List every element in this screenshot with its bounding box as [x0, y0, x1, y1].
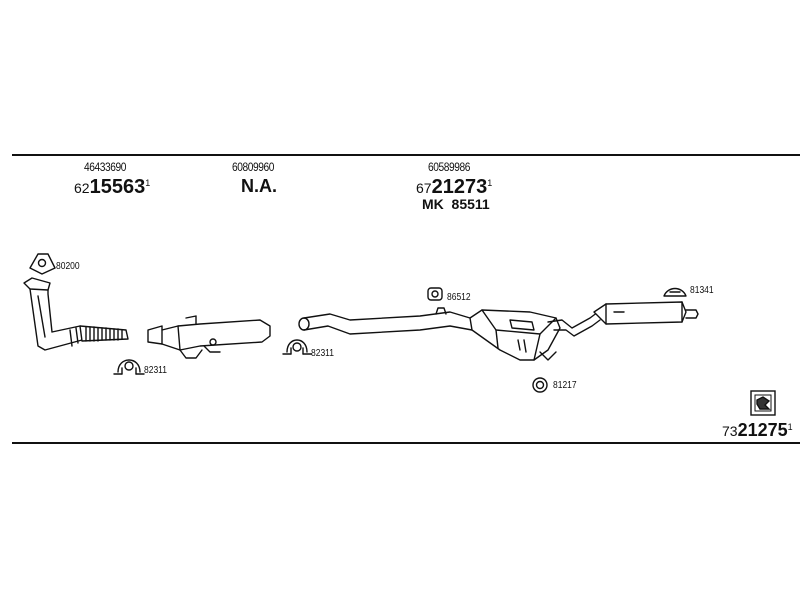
part-sup: 1	[787, 422, 793, 432]
bracket-mid-icon	[427, 287, 443, 301]
bottom-rule	[12, 442, 800, 444]
hanger-rear-icon	[663, 287, 687, 297]
part-number-col1: 62155631	[74, 176, 150, 199]
footer-part-number: 73212751	[722, 420, 793, 441]
part-main: 21273	[431, 176, 488, 198]
oe-number-col3: 60589986	[428, 160, 470, 174]
part-sup: 1	[487, 178, 493, 188]
part-sup: 1	[145, 178, 151, 188]
label-hanger-rear: 81341	[690, 285, 714, 296]
label-ring-rear: 81217	[553, 380, 577, 391]
front-pipe-icon	[23, 277, 129, 351]
part-prefix: 67	[416, 180, 432, 196]
part-number-col3: 67212731	[416, 176, 492, 199]
end-silencer-icon	[593, 301, 699, 325]
intermediate-pipe-icon	[298, 307, 473, 335]
clamp-mid-icon	[282, 339, 312, 355]
gasket-icon	[29, 253, 56, 275]
clamp-front-icon	[113, 359, 145, 375]
part-main: 15563	[89, 176, 146, 198]
middle-silencer-icon	[147, 315, 271, 359]
mounting-kit-number: MK 85511	[422, 196, 490, 212]
label-gasket: 80200	[56, 261, 80, 272]
rear-silencer-icon	[469, 309, 601, 361]
manufacturer-logo-icon	[750, 390, 776, 416]
label-clamp-mid: 82311	[311, 348, 335, 359]
part-number-col2: N.A.	[241, 176, 277, 196]
part-main: 21275	[737, 420, 788, 440]
part-prefix: 73	[722, 423, 738, 439]
label-clamp-front: 82311	[144, 365, 168, 376]
ring-rear-icon	[532, 377, 548, 393]
top-rule	[12, 154, 800, 156]
part-prefix: 62	[74, 180, 90, 196]
label-bracket-mid: 86512	[447, 292, 471, 303]
oe-number-col2: 60809960	[232, 160, 274, 174]
oe-number-col1: 46433690	[84, 160, 126, 174]
